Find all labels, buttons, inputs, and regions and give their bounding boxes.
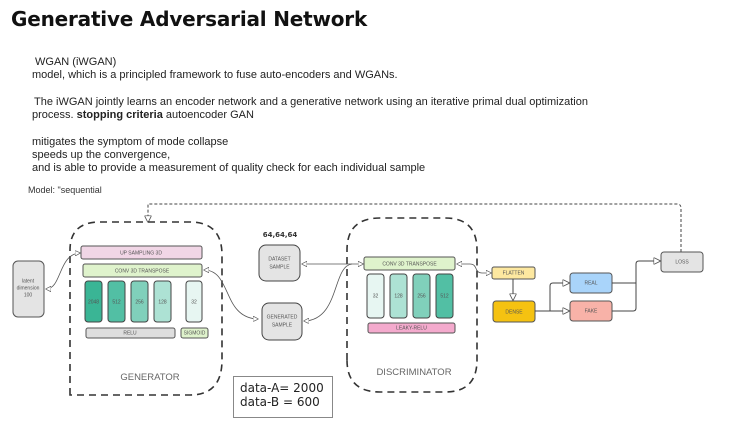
generator-filter-256: 256 — [130, 280, 149, 323]
feedback-arrow — [148, 203, 682, 252]
svg-text:512: 512 — [112, 299, 121, 305]
text-process-prefix: process. — [32, 109, 77, 121]
text-line-iwgan: The iWGAN jointly learns an encoder netw… — [34, 96, 588, 108]
disc-filter-512: 512 — [435, 273, 454, 319]
svg-text:DENSE: DENSE — [505, 309, 523, 315]
bullet-line: speeds up the convergence, — [32, 149, 171, 161]
latent-to-upsampling-arrow — [46, 253, 80, 289]
svg-text:CONV 3D TRANSPOSE: CONV 3D TRANSPOSE — [382, 261, 437, 267]
svg-text:100: 100 — [24, 292, 33, 298]
generator-filter-512: 512 — [107, 280, 126, 323]
leaky-relu-layer: LEAKY-RELU — [367, 322, 456, 334]
generated-sample-box: GENERATED SAMPLE — [261, 302, 303, 341]
data-b-value: data-B = 600 — [240, 395, 320, 409]
generator-filter-128: 128 — [153, 280, 172, 323]
generator-filter-32: 32 — [185, 280, 203, 323]
svg-text:32: 32 — [373, 293, 379, 299]
disc-filter-256: 256 — [412, 273, 431, 319]
dense-layer: DENSE — [492, 300, 536, 323]
svg-text:SIGMOID: SIGMOID — [184, 330, 206, 336]
svg-text:LOSS: LOSS — [675, 259, 689, 265]
flatten-layer: FLATTEN — [491, 266, 536, 280]
disc-conv-layer: CONV 3D TRANSPOSE — [363, 256, 456, 271]
bullet-line: and is able to provide a measurement of … — [32, 162, 426, 174]
dense-to-real-arrow — [535, 283, 569, 312]
disc-filter-128: 128 — [389, 273, 408, 319]
svg-text:128: 128 — [394, 293, 403, 299]
generator-group — [69, 221, 223, 396]
svg-text:LEAKY-RELU: LEAKY-RELU — [396, 325, 427, 331]
svg-text:32: 32 — [191, 299, 197, 305]
latent-dimension-box: latent dimension 100 — [12, 260, 45, 318]
svg-text:FAKE: FAKE — [585, 308, 598, 314]
data-summary-box: data-A= 2000 data-B = 600 — [233, 376, 333, 418]
svg-text:REAL: REAL — [584, 280, 597, 286]
loss-box: LOSS — [660, 251, 704, 273]
generator-filter-2048: 2048 — [84, 280, 103, 323]
dims-label: 64,64,64 — [263, 231, 298, 239]
svg-text:FLATTEN: FLATTEN — [503, 270, 525, 276]
model-label: Model: "sequential — [28, 185, 102, 195]
svg-text:CONV 3D TRANSPOSE: CONV 3D TRANSPOSE — [115, 268, 170, 274]
conv-to-generated-arrow — [204, 270, 258, 319]
svg-text:SAMPLE: SAMPLE — [269, 264, 290, 270]
data-a-value: data-A= 2000 — [240, 381, 324, 395]
disc-filter-32: 32 — [366, 273, 385, 319]
text-line-model: model, which is a principled framework t… — [32, 69, 398, 81]
upsampling-layer: UP SAMPLING 3D — [80, 245, 203, 260]
discriminator-group — [346, 217, 478, 393]
svg-text:2048: 2048 — [88, 299, 99, 305]
svg-text:UP SAMPLING 3D: UP SAMPLING 3D — [120, 250, 162, 256]
discriminator-label: DISCRIMINATOR — [376, 367, 451, 378]
disc-to-flatten-arrow — [457, 264, 491, 273]
fake-output: FAKE — [569, 300, 613, 322]
generator-label: GENERATOR — [120, 372, 179, 383]
dataset-sample-box: DATASET SAMPLE — [258, 244, 301, 282]
text-line-process: process. stopping criteria autoencoder G… — [32, 109, 254, 121]
svg-text:DATASET: DATASET — [268, 256, 290, 262]
sigmoid-layer: SIGMOID — [180, 327, 209, 339]
text-process-suffix: autoencoder GAN — [162, 109, 254, 121]
svg-text:256: 256 — [417, 293, 426, 299]
svg-text:128: 128 — [158, 299, 167, 305]
svg-text:GENERATED: GENERATED — [267, 314, 298, 320]
svg-text:256: 256 — [135, 299, 144, 305]
text-stopping-criteria: stopping criteria — [76, 109, 163, 121]
fake-to-loss-connector — [612, 261, 660, 312]
bullet-line: mitigates the symptom of mode collapse — [32, 136, 229, 148]
generated-to-disc-arrow — [304, 263, 353, 321]
svg-text:latent: latent — [22, 278, 35, 284]
generator-conv-layer: CONV 3D TRANSPOSE — [82, 263, 203, 278]
svg-text:512: 512 — [440, 293, 449, 299]
svg-text:RELU: RELU — [123, 330, 137, 336]
svg-text:SAMPLE: SAMPLE — [272, 322, 293, 328]
svg-text:dimension: dimension — [17, 285, 40, 291]
relu-layer: RELU — [85, 327, 176, 339]
text-line-wgan: WGAN (iWGAN) — [35, 56, 117, 68]
page-title: Generative Adversarial Network — [11, 7, 368, 31]
real-output: REAL — [569, 272, 613, 294]
